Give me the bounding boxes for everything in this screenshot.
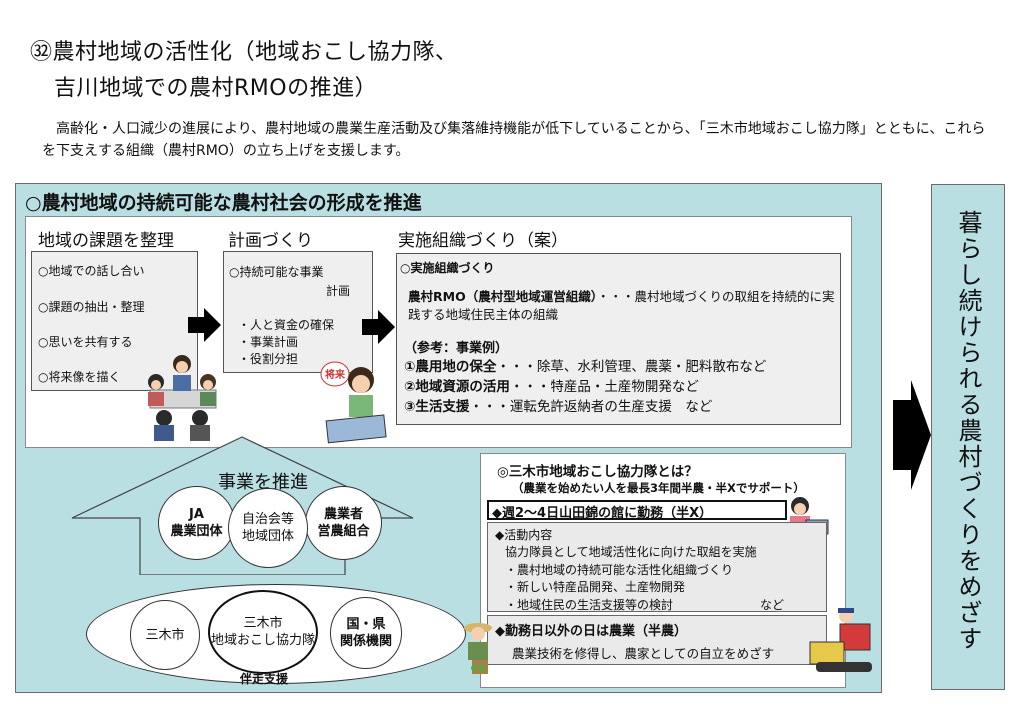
farm-days-text: ◆勤務日以外の日は農業（半農）: [495, 624, 687, 639]
panel-title: ○農村地域の持続可能な農村社会の形成を推進: [25, 192, 422, 214]
intro-text: 高齢化・人口減少の進展により、農村地域の農業生産活動及び集落維持機能が低下してい…: [42, 121, 986, 159]
combine-harvester-icon: [809, 608, 872, 672]
org-heading: 実施組織づくり（案）: [398, 231, 568, 251]
plan-item: ・事業計画: [238, 335, 299, 349]
svg-text:将来: 将来: [325, 368, 346, 381]
big-arrow-right-icon: [893, 380, 931, 490]
org-subheading: ○実施組織づくり: [400, 261, 495, 275]
government-label: 国・県: [346, 617, 386, 632]
issues-heading: 地域の課題を整理: [38, 231, 174, 251]
activity-heading: ◆活動内容: [495, 528, 553, 542]
example-desc: ・・・特産品・土産物開発など: [509, 379, 699, 395]
plan-heading: 計画づくり: [228, 231, 313, 251]
page-title-line1: ㉜農村地域の活性化（地域おこし協力隊、: [30, 40, 458, 65]
activity-tail: など: [760, 598, 785, 612]
rmo-name: 農村RMO（農村型地域運営組織）: [408, 289, 597, 304]
miki-city-circle: 三木市: [130, 600, 200, 670]
activity-lead: 協力隊員として地域活性化に向けた取組を実施: [505, 545, 757, 559]
person-tablet-icon: 将来: [320, 361, 387, 444]
work-days-text: ◆週2～4日山田錦の館に勤務（半X）: [492, 506, 713, 521]
ja-sublabel: 農業団体: [170, 524, 223, 539]
example-item: ②地域資源の活用・・・特産品・土産物開発など: [404, 375, 699, 395]
rmo-desc: ・・・農村地域づくりの取組を持続的に実践する地域住民主体の組織: [408, 289, 835, 322]
farm-desc-text: 農業技術を修得し、農家としての自立をめざす: [512, 646, 775, 661]
corps-title: ◎三木市地域おこし協力隊とは？: [497, 464, 698, 480]
example-heading: （参考：事業例）: [404, 341, 509, 356]
meeting-people-icon: [148, 355, 217, 441]
government-sublabel: 関係機関: [339, 634, 392, 649]
plan-line: ○持続可能な事業: [229, 265, 324, 279]
government-circle: 国・県関係機関: [330, 597, 402, 669]
issue-item: ○地域での話し合い: [38, 264, 145, 278]
example-item: ①農用地の保全・・・除草、水利管理、農薬・肥料散布など: [404, 355, 766, 375]
corps-sublabel: 地域おこし協力隊: [210, 633, 315, 648]
farmers-label: 農業者: [323, 507, 363, 522]
plan-box: [223, 251, 373, 373]
activity-item: ・新しい特産品開発、土産物開発: [505, 580, 686, 594]
activity-item: ・地域住民の生活支援等の検討: [505, 598, 674, 612]
example-desc: ・・・除草、水利管理、農薬・肥料散布など: [496, 359, 767, 375]
issue-item: ○課題の抽出・整理: [38, 300, 145, 314]
arrow-right-icon: [188, 308, 221, 342]
plan-item: ・人と資金の確保: [238, 318, 335, 332]
issue-item: ○将来像を描く: [38, 370, 121, 384]
farmers-circle: 農業者営農組合: [305, 486, 382, 560]
corps-label: 三木市: [243, 616, 283, 631]
example-name: ①農用地の保全: [404, 359, 497, 375]
arrow-right-icon: [362, 310, 395, 344]
rmo-description: 農村RMO（農村型地域運営組織）・・・農村地域づくりの取組を持続的に実践する地域…: [408, 288, 838, 324]
plan-line: 計画: [326, 284, 351, 298]
org-box: [396, 253, 841, 425]
community-circle: 自治会等地域団体: [228, 488, 308, 568]
example-name: ③生活支援: [404, 399, 470, 415]
corps-subtitle: （農業を始めたい人を最長3年間半農・半Xでサポート）: [512, 481, 805, 495]
example-desc: ・・・運転免許返納者の生産支援 など: [469, 399, 713, 415]
example-item: ③生活支援・・・運転免許返納者の生産支援 など: [404, 395, 712, 415]
farmer-icon: [464, 623, 492, 674]
ja-label: JA: [189, 507, 204, 522]
activity-box: [487, 522, 827, 612]
activity-item: ・農村地域の持続可能な活性化組織づくり: [505, 563, 734, 577]
plan-item: ・役割分担: [238, 352, 299, 366]
issues-box: [31, 251, 198, 391]
community-label: 自治会等: [241, 512, 294, 527]
farming-box: [487, 615, 827, 665]
promote-title: 事業を推進: [218, 472, 308, 493]
community-sublabel: 地域団体: [241, 529, 294, 544]
example-name: ②地域資源の活用: [404, 379, 510, 395]
work-days-box: [487, 500, 787, 520]
support-label: 伴走支援: [240, 672, 289, 686]
goal-box: [931, 184, 1005, 690]
ja-circle: JA 農業団体: [158, 486, 235, 560]
corps-circle: 三木市地域おこし協力隊: [208, 590, 318, 674]
goal-text: 暮らし続けられる農村づくりをめざす: [954, 210, 982, 652]
issue-item: ○思いを共有する: [38, 335, 133, 349]
page-title-line2: 吉川地域での農村RMOの推進）: [54, 76, 378, 101]
farmers-sublabel: 営農組合: [317, 524, 370, 539]
